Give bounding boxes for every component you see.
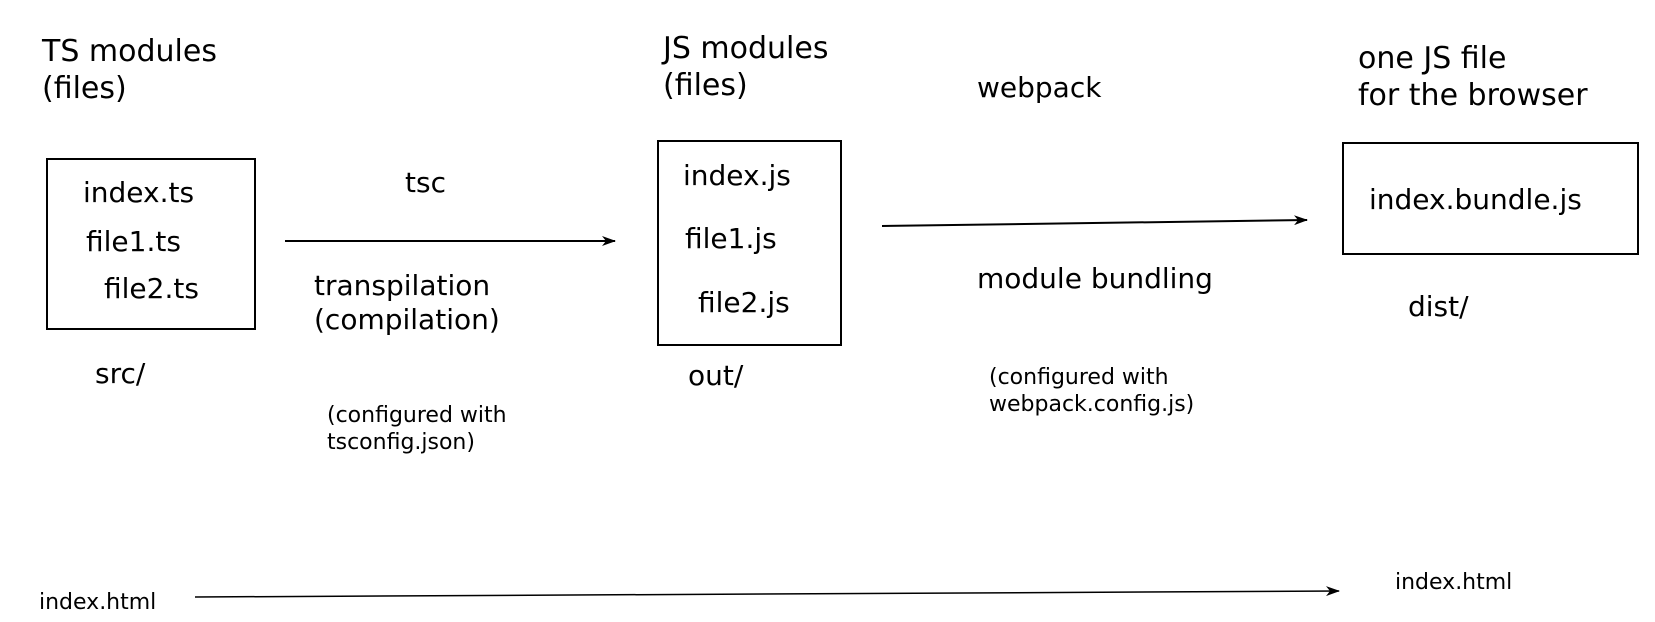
tsc-config-line2: tsconfig.json) (327, 429, 475, 455)
html-source-label: index.html (39, 590, 157, 615)
webpack-action: module bundling (977, 262, 1213, 295)
js-file-file2: file2.js (698, 286, 790, 319)
js-file-file1: file1.js (685, 222, 777, 255)
bundle-file: index.bundle.js (1369, 183, 1582, 216)
webpack-config-line1: (configured with (989, 365, 1169, 390)
html-target-label: index.html (1395, 570, 1513, 595)
tsc-action-line1: transpilation (314, 269, 491, 302)
webpack-arrow (881, 215, 1308, 227)
tsc-config-line1: (configured with (327, 403, 507, 428)
ts-heading-line1: TS modules (42, 34, 217, 69)
js-stage-heading: JS modules (files) (663, 31, 828, 104)
ts-file-file2: file2.ts (104, 272, 199, 305)
webpack-config-note: (configured with webpack.config.js) (989, 365, 1194, 419)
bundle-folder-label: dist/ (1408, 290, 1469, 323)
ts-file-file1: file1.ts (86, 225, 181, 258)
webpack-config-line2: webpack.config.js) (989, 391, 1195, 417)
bundle-heading-line1: one JS file (1358, 41, 1507, 76)
js-files-box (657, 140, 842, 346)
bundle-stage-heading: one JS file for the browser (1358, 41, 1588, 114)
ts-files-box (46, 158, 256, 330)
js-file-index: index.js (683, 159, 791, 192)
tsc-config-note: (configured with tsconfig.json) (327, 403, 507, 457)
js-heading-line1: JS modules (663, 31, 829, 66)
bundle-file-box (1342, 142, 1639, 255)
html-copy-arrow (194, 586, 1340, 598)
ts-folder-label: src/ (95, 357, 146, 390)
webpack-tool-label: webpack (977, 71, 1102, 104)
tsc-action: transpilation (compilation) (314, 269, 500, 337)
bundle-heading-line2: for the browser (1358, 77, 1588, 113)
tsc-action-line2: (compilation) (314, 303, 500, 337)
js-folder-label: out/ (688, 359, 744, 392)
tsc-tool-label: tsc (405, 166, 446, 199)
ts-heading-line2: (files) (42, 70, 127, 106)
js-heading-line2: (files) (663, 67, 748, 103)
ts-stage-heading: TS modules (files) (42, 34, 217, 107)
ts-file-index: index.ts (83, 176, 195, 209)
